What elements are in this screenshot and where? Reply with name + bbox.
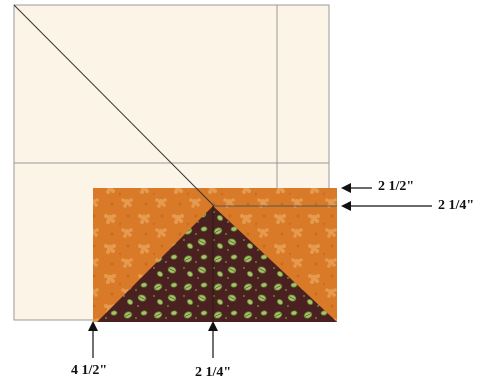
arrow-head-upper <box>341 183 351 193</box>
dimension-label-2-1-2: 2 1/2" <box>378 179 415 194</box>
arrow-head-bottom-left <box>88 321 98 331</box>
diagonal-guide-line <box>13 4 215 207</box>
arrow-head-lower <box>341 201 351 211</box>
arrow-head-bottom-center <box>208 321 218 331</box>
dimension-label-2-1-4-right: 2 1/4" <box>438 198 475 213</box>
dimension-label-4-1-2: 4 1/2" <box>71 363 108 378</box>
brown-center-triangle <box>97 206 337 322</box>
dimension-label-2-1-4-bottom: 2 1/4" <box>195 365 232 380</box>
